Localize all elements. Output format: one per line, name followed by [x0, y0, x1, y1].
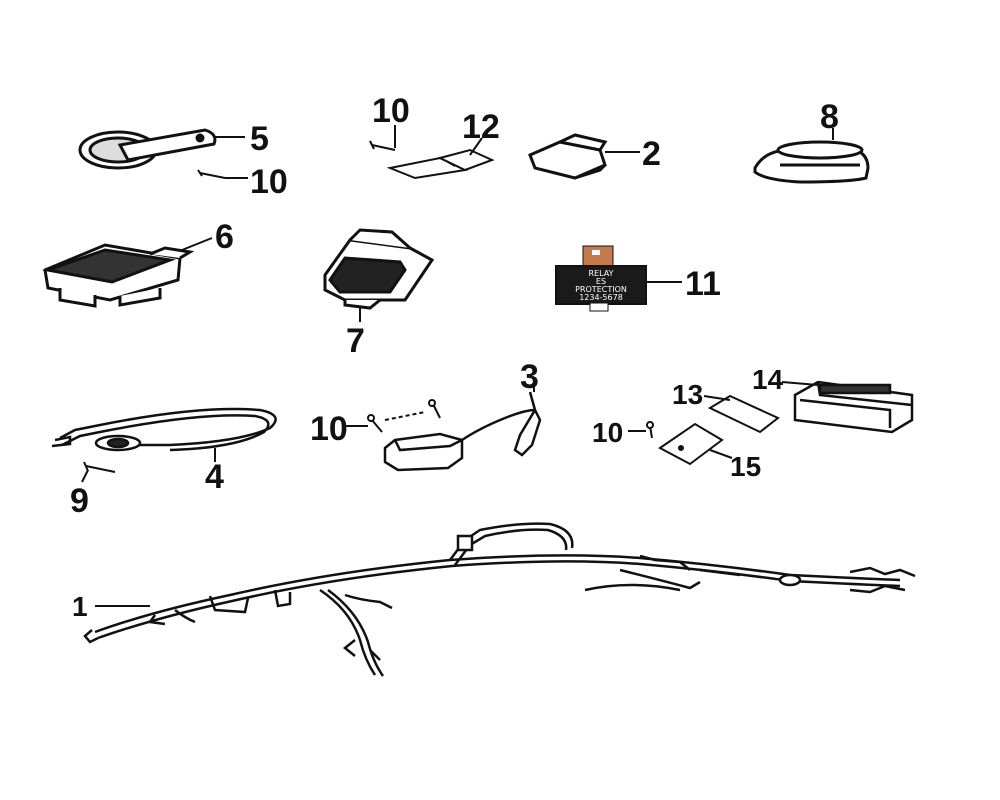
- callout-13: 13: [672, 379, 703, 410]
- part-15-plate: [658, 422, 724, 466]
- callout-7: 7: [346, 322, 365, 360]
- relay-label-line-4: 1234-5678: [579, 293, 623, 302]
- callout-3: 3: [520, 358, 539, 396]
- callout-4: 4: [205, 458, 224, 496]
- callout-10-a: 10: [250, 163, 288, 201]
- part-9-screw: [83, 461, 116, 473]
- part-2-switch: [528, 133, 608, 180]
- callout-10-b: 10: [372, 92, 410, 130]
- callout-14: 14: [752, 364, 784, 395]
- part-10-screw-d: [646, 421, 654, 439]
- leader-12: [469, 137, 483, 156]
- part-7-cdi: [323, 228, 435, 310]
- part-10-screws-c: [367, 399, 441, 433]
- leader-15: [709, 449, 733, 459]
- part-1-wiring-harness: [83, 522, 916, 677]
- part-6-rectifier: [42, 243, 195, 308]
- callout-10-d: 10: [592, 417, 623, 448]
- relay-label-line-1: RELAY: [589, 269, 614, 278]
- part-10-screw-b: [369, 140, 396, 151]
- leader-9: [81, 469, 89, 483]
- leader-14: [781, 381, 819, 386]
- callout-9: 9: [70, 482, 89, 520]
- part-8-cover: [753, 140, 870, 184]
- callout-8: 8: [820, 98, 839, 136]
- callout-1: 1: [72, 591, 88, 622]
- part-12-bracket: [386, 148, 495, 180]
- callout-2: 2: [642, 135, 661, 173]
- part-3-ignition-coil: [383, 391, 542, 472]
- part-14-battery: [793, 380, 914, 434]
- part-4-sensor-cable: [51, 407, 277, 452]
- callout-12: 12: [462, 108, 500, 146]
- callout-15: 15: [730, 451, 761, 482]
- part-10-screw-a: [197, 169, 226, 179]
- callout-5: 5: [250, 120, 269, 158]
- leader-6: [181, 237, 213, 251]
- part-13-bracket: [707, 394, 780, 434]
- relay-label-line-2: ES: [596, 277, 606, 286]
- relay-label-line-3: PROTECTION: [575, 285, 627, 294]
- callout-6: 6: [215, 218, 234, 256]
- part-11-relay: RELAY ES PROTECTION 1234-5678: [555, 245, 647, 312]
- callout-11: 11: [685, 265, 721, 303]
- leader-13: [703, 395, 731, 401]
- part-5-horn: [78, 128, 217, 170]
- callout-10-c: 10: [310, 410, 348, 448]
